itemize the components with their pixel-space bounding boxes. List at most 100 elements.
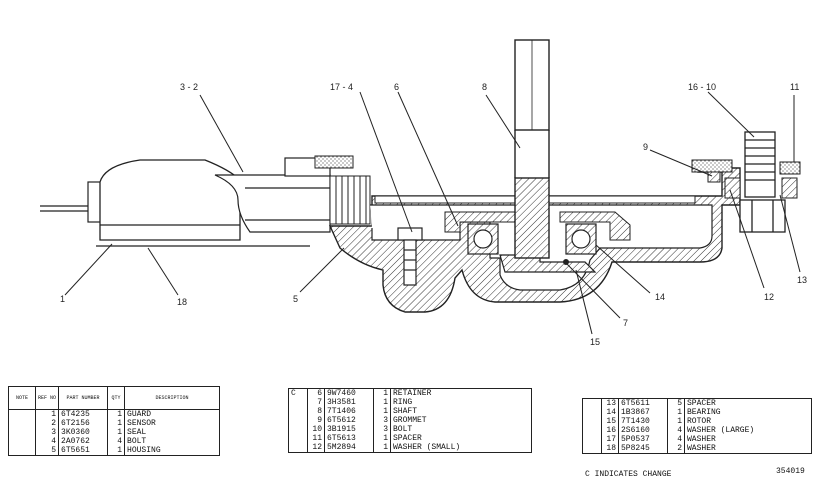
header-description: DESCRIPTION xyxy=(124,386,220,410)
change-note: C INDICATES CHANGE xyxy=(585,470,672,479)
desc-cell: RETAINER xyxy=(390,388,532,398)
qty-cell: 4 xyxy=(107,437,126,446)
spacer-and-washers xyxy=(707,171,798,199)
part-cell: 2A0762 xyxy=(58,437,109,446)
desc-cell: WASHER (SMALL) xyxy=(390,443,532,453)
desc-cell: BOLT xyxy=(390,425,532,434)
sensor-threads xyxy=(329,175,371,225)
ref-cell: 14 xyxy=(601,408,619,417)
part-cell: 3H3581 xyxy=(324,398,374,407)
part-cell: 3B1915 xyxy=(324,425,374,434)
desc-cell: HOUSING xyxy=(124,446,220,456)
callout-3-2: 3 - 2 xyxy=(180,82,198,92)
ref-cell: 13 xyxy=(601,398,619,408)
ref-cell: 8 xyxy=(307,407,325,416)
desc-cell: SENSOR xyxy=(124,419,220,428)
header-qty: QTY xyxy=(107,386,126,410)
callout-14: 14 xyxy=(655,292,665,302)
ref-cell: 12 xyxy=(307,443,325,453)
bolt-right xyxy=(739,131,786,233)
callout-12: 12 xyxy=(764,292,774,302)
part-cell: 6T5651 xyxy=(58,446,109,456)
note-cell: C xyxy=(288,388,308,398)
ref-cell: 10 xyxy=(307,425,325,434)
callout-8: 8 xyxy=(482,82,487,92)
callout-13: 13 xyxy=(797,275,807,285)
part-cell: 6T2156 xyxy=(58,419,109,428)
part-cell: 1B3867 xyxy=(618,408,668,417)
ref-cell: 18 xyxy=(601,444,619,454)
part-cell: 2S6160 xyxy=(618,426,668,435)
qty-cell: 1 xyxy=(373,388,391,398)
desc-cell: RING xyxy=(390,398,532,407)
grommet xyxy=(691,159,801,175)
desc-cell: GUARD xyxy=(124,409,220,419)
qty-cell: 1 xyxy=(107,446,126,456)
note-cell xyxy=(288,416,308,425)
callout-16-10: 16 - 10 xyxy=(688,82,716,92)
qty-cell: 1 xyxy=(373,434,391,443)
callout-5: 5 xyxy=(293,294,298,304)
sectional-assembly-drawing: 3 - 2 17 - 4 6 8 16 - 10 11 9 13 12 14 7… xyxy=(40,39,807,347)
qty-cell: 1 xyxy=(373,443,391,453)
callout-18: 18 xyxy=(177,297,187,307)
ref-cell: 5 xyxy=(35,446,60,456)
desc-cell: BEARING xyxy=(684,408,812,417)
qty-cell: 1 xyxy=(107,409,126,419)
note-cell xyxy=(288,407,308,416)
shaft xyxy=(514,39,550,259)
qty-cell: 1 xyxy=(107,419,126,428)
ref-cell: 17 xyxy=(601,435,619,444)
qty-cell: 1 xyxy=(373,407,391,416)
part-cell: 7T1430 xyxy=(618,417,668,426)
qty-cell: 1 xyxy=(373,398,391,407)
ref-cell: 1 xyxy=(35,409,60,419)
part-cell: 6T5611 xyxy=(618,398,668,408)
desc-cell: GROMMET xyxy=(390,416,532,425)
bolt-left xyxy=(397,227,423,286)
note-cell xyxy=(288,398,308,407)
part-cell: 9W7460 xyxy=(324,388,374,398)
part-cell: 3K0360 xyxy=(58,428,109,437)
note-cell xyxy=(288,425,308,434)
note-cell xyxy=(288,443,308,453)
parts-table-1: NOTE REF NO PART NUMBER QTY DESCRIPTION … xyxy=(8,386,220,456)
part-cell: 6T4235 xyxy=(58,409,109,419)
part-cell: 5P0537 xyxy=(618,435,668,444)
desc-cell: SEAL xyxy=(124,428,220,437)
callout-17-4: 17 - 4 xyxy=(330,82,353,92)
part-cell: 5M2894 xyxy=(324,443,374,453)
part-cell: 5P8245 xyxy=(618,444,668,454)
callout-15: 15 xyxy=(590,337,600,347)
callout-6: 6 xyxy=(394,82,399,92)
part-cell: 6T5613 xyxy=(324,434,374,443)
guard xyxy=(96,159,310,247)
header-part-number: PART NUMBER xyxy=(58,386,109,410)
sensor-body xyxy=(214,157,331,233)
callout-1: 1 xyxy=(60,294,65,304)
qty-cell: 3 xyxy=(373,425,391,434)
desc-cell: WASHER xyxy=(684,444,812,454)
desc-cell: SPACER xyxy=(684,398,812,408)
seal xyxy=(314,155,354,169)
qty-cell: 1 xyxy=(667,417,685,426)
desc-cell: WASHER (LARGE) xyxy=(684,426,812,435)
table-header-row: NOTE REF NO PART NUMBER QTY DESCRIPTION xyxy=(8,386,220,410)
ref-cell: 3 xyxy=(35,428,60,437)
ref-cell: 6 xyxy=(307,388,325,398)
